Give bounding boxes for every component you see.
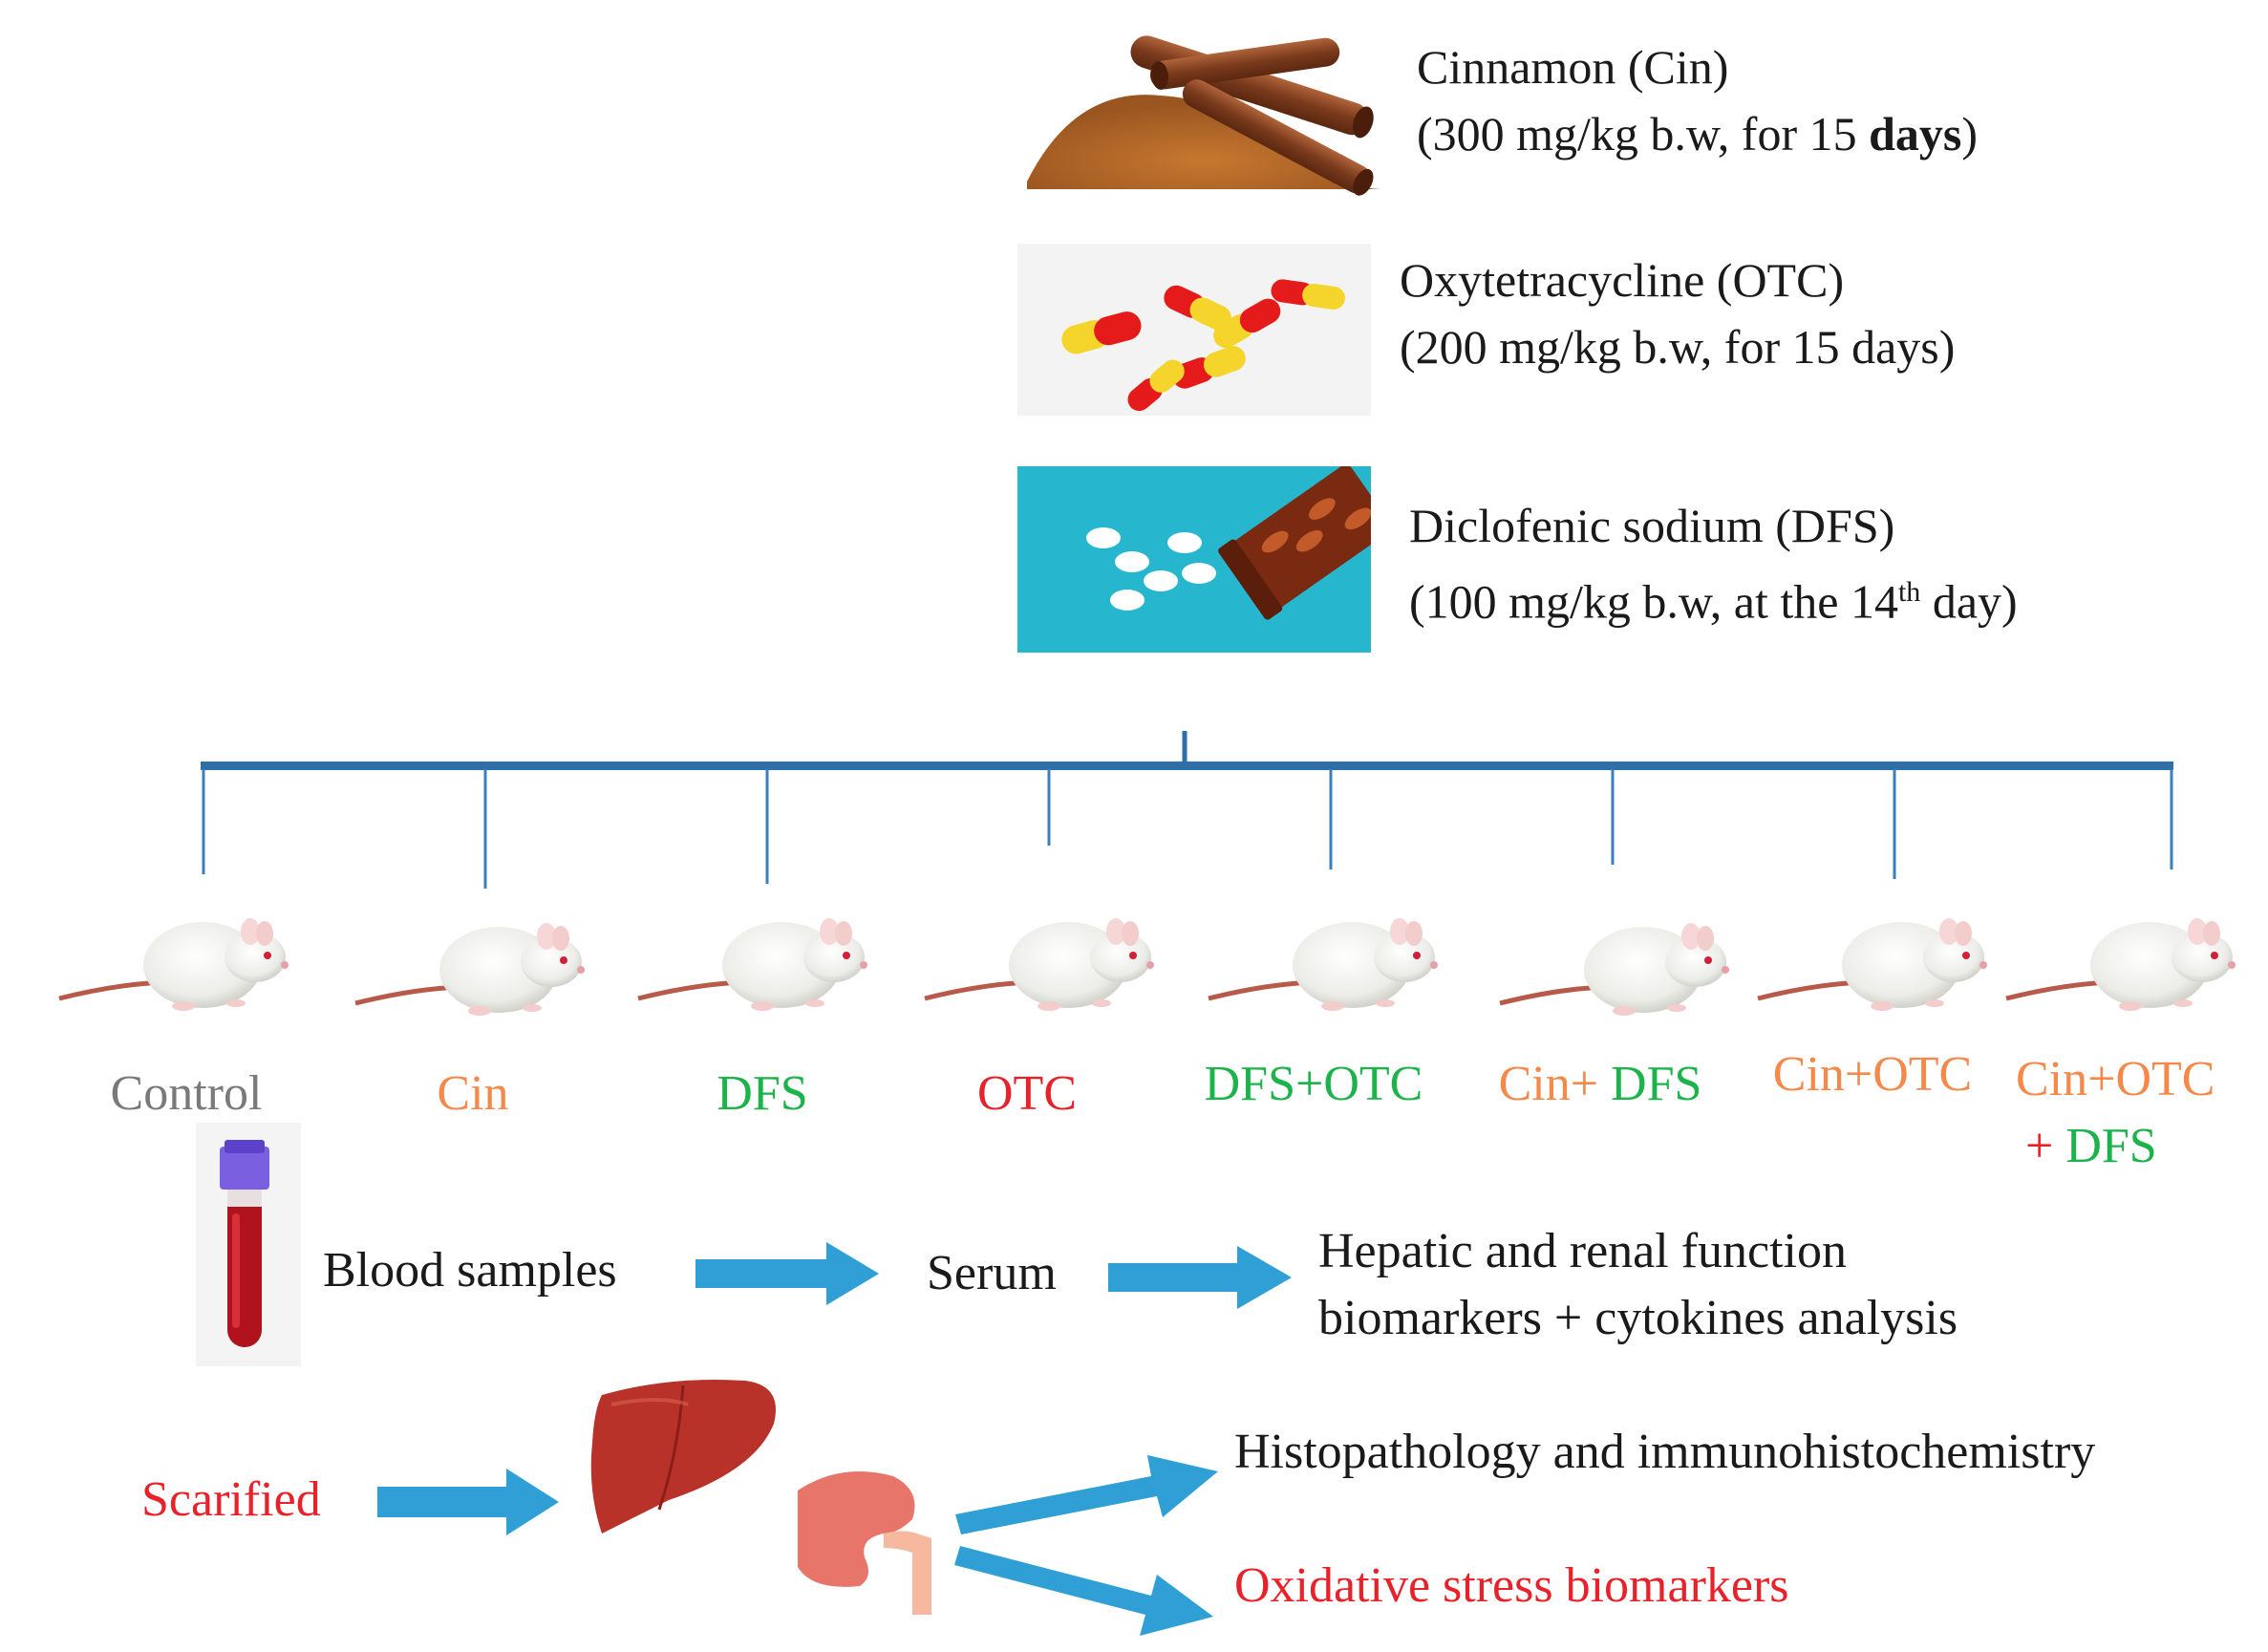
arrow-to-oxidative-icon — [954, 1546, 1213, 1636]
arrow-to-organs-icon — [377, 1469, 559, 1535]
serum-label: Serum — [927, 1246, 1057, 1300]
dose-text: (100 mg/kg b.w, at the 14 — [1409, 574, 1898, 629]
group-label-cin-dfs: Cin+ DFS — [1457, 1056, 1744, 1113]
group-label-part: + — [2025, 1119, 2066, 1173]
capsules-image — [1017, 244, 1371, 416]
dose-suffix-text: day) — [1920, 574, 2018, 629]
dose-suffix-text: ) — [1961, 107, 1979, 161]
dose-superscript: th — [1897, 576, 1921, 608]
arrow-to-serum-icon — [695, 1242, 879, 1305]
group-label-part: DFS — [1204, 1057, 1296, 1111]
dose-text: (300 mg/kg b.w, for 15 — [1417, 107, 1870, 161]
treatment-otc-name: Oxytetracycline (OTC) — [1400, 253, 1845, 307]
arrow-to-histopathology-icon — [955, 1455, 1218, 1534]
scarified-label: Scarified — [141, 1472, 321, 1527]
group-label-cin: Cin — [437, 1066, 509, 1121]
cinnamon-image — [1017, 19, 1400, 201]
group-label-line2: + DFS — [2016, 1113, 2215, 1180]
group-label-part: DFS — [2065, 1119, 2157, 1173]
arrow-to-analysis-icon — [1108, 1246, 1292, 1309]
oxidative-stress-label: Oxidative stress biomarkers — [1234, 1558, 1789, 1613]
group-label-otc: OTC — [977, 1066, 1077, 1121]
group-label-part: DFS — [1598, 1057, 1702, 1111]
group-label-line1: Cin+OTC — [2016, 1052, 2215, 1106]
pills-image — [1017, 466, 1371, 653]
blood-tube-image — [196, 1123, 301, 1366]
treatment-otc-dose: (200 mg/kg b.w, for 15 days) — [1400, 320, 1956, 374]
treatment-dfs-dose: (100 mg/kg b.w, at the 14th day) — [1409, 559, 2018, 635]
blood-samples-label: Blood samples — [323, 1243, 617, 1298]
treatment-cinnamon-dose: (300 mg/kg b.w, for 15 days) — [1417, 100, 1978, 167]
treatment-dfs-name: Diclofenic sodium (DFS) — [1409, 499, 1895, 552]
group-label-part: +OTC — [1295, 1057, 1423, 1111]
analysis-label-line2: biomarkers + cytokines analysis — [1318, 1291, 1958, 1345]
treatment-cinnamon-name: Cinnamon (Cin) — [1417, 40, 1729, 94]
dose-bold-text: days — [1869, 107, 1962, 161]
kidney-icon — [798, 1471, 931, 1615]
group-label-part: Cin+ — [1498, 1057, 1599, 1111]
histopathology-label: Histopathology and immunohistochemistry — [1234, 1425, 2096, 1479]
group-label-dfs-otc: DFS+OTC — [1170, 1056, 1457, 1113]
group-label-dfs: DFS — [717, 1066, 808, 1121]
group-label-cin-otc-dfs: Cin+OTC + DFS — [2016, 1046, 2215, 1180]
analysis-label-line1: Hepatic and renal function — [1318, 1224, 1847, 1278]
group-label-control: Control — [110, 1066, 263, 1121]
liver-icon — [590, 1380, 776, 1534]
group-label-cin-otc: Cin+OTC — [1772, 1047, 1973, 1102]
